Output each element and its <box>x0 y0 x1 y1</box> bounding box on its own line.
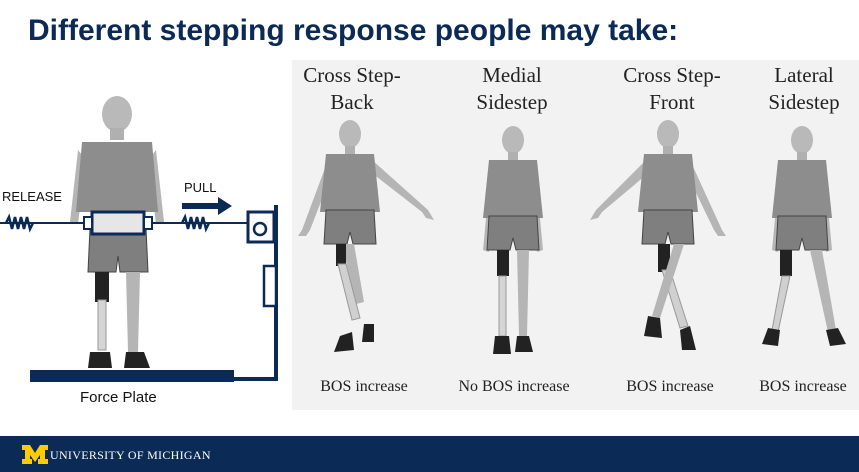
figure-lateral-sidestep <box>762 125 846 346</box>
bos-label-cross-step-front: BOS increase <box>626 378 714 395</box>
slide-title: Different stepping response people may t… <box>28 14 679 47</box>
response-title-cross-step-back: Cross Step- Back <box>290 62 414 116</box>
stepping-panel <box>292 60 859 410</box>
bos-label-medial-sidestep: No BOS increase <box>458 378 570 395</box>
figures-illustration <box>0 96 846 382</box>
response-title-line2: Sidestep <box>476 90 548 114</box>
pull-label: PULL <box>184 180 217 195</box>
response-title-line1: Cross Step- <box>303 63 401 87</box>
response-title-line1: Lateral <box>774 63 834 87</box>
response-title-lateral-sidestep: Lateral Sidestep <box>752 62 856 116</box>
setup-figure <box>0 96 278 382</box>
bos-label-cross-step-back: BOS increase <box>320 378 408 395</box>
force-plate-label: Force Plate <box>80 389 157 406</box>
response-title-cross-step-front: Cross Step- Front <box>610 62 734 116</box>
footer-bar: UNIVERSITY OF MICHIGAN <box>0 436 859 472</box>
release-label: RELEASE <box>2 189 62 204</box>
figure-cross-step-back <box>298 119 434 352</box>
university-name: UNIVERSITY OF MICHIGAN <box>50 448 211 462</box>
bos-label-lateral-sidestep: BOS increase <box>759 378 847 395</box>
response-title-line2: Sidestep <box>768 90 840 114</box>
response-title-line1: Medial <box>482 63 542 87</box>
figure-cross-step-front <box>590 119 726 350</box>
block-m-logo <box>22 445 48 464</box>
response-title-line1: Cross Step- <box>623 63 721 87</box>
response-title-line2: Front <box>649 90 695 114</box>
response-title-medial-sidestep: Medial Sidestep <box>452 62 572 116</box>
figure-medial-sidestep <box>482 125 544 354</box>
response-title-line2: Back <box>330 90 374 114</box>
